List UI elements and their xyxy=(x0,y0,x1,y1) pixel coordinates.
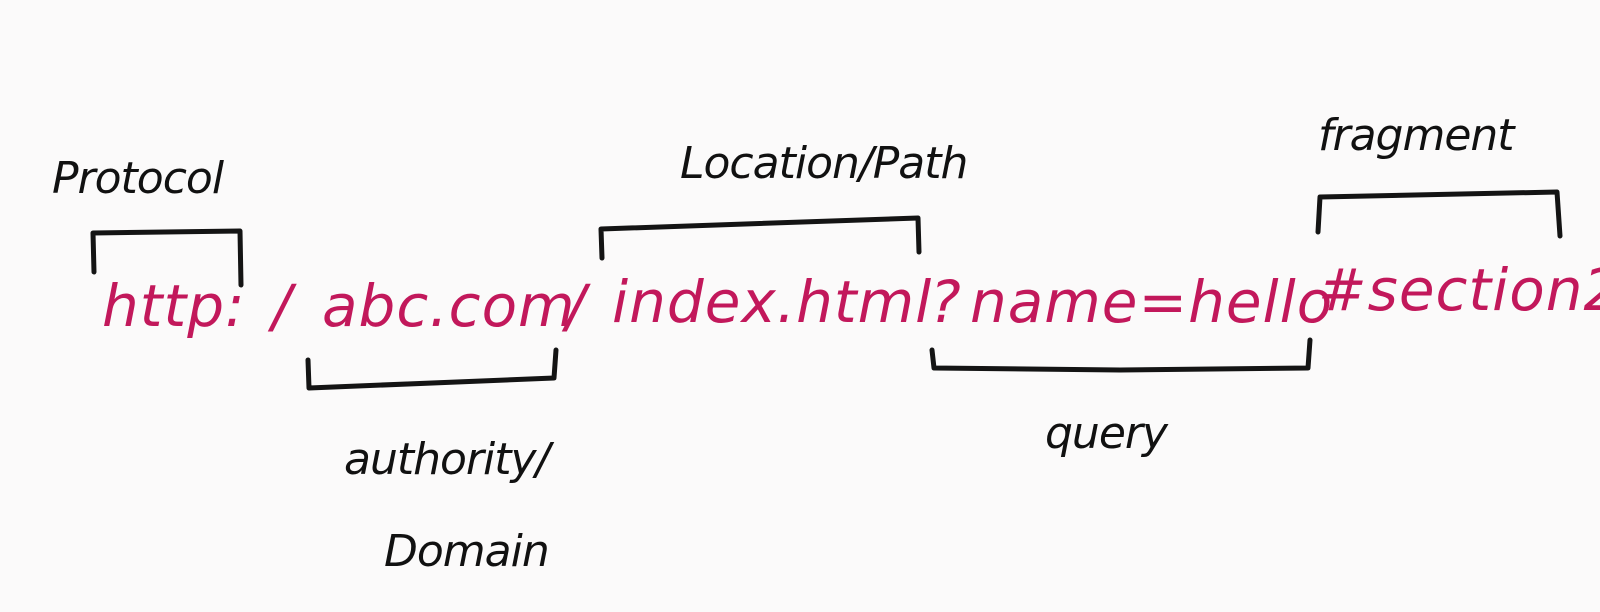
url-slash-2: / xyxy=(561,272,591,340)
bracket-protocol xyxy=(90,228,244,288)
url-query: name=hello xyxy=(970,268,1333,336)
url-query-mark: ? xyxy=(930,268,962,336)
url-authority: abc.com xyxy=(322,272,576,340)
bracket-fragment xyxy=(1315,189,1563,239)
label-path: Location/Path xyxy=(680,138,967,189)
label-protocol: Protocol xyxy=(52,153,225,204)
bracket-path xyxy=(598,215,922,261)
bracket-query xyxy=(929,337,1313,373)
label-domain: Domain xyxy=(384,526,549,577)
url-slash-1: / xyxy=(267,272,297,340)
label-query: query xyxy=(1045,408,1169,459)
url-fragment: #section2 xyxy=(1318,256,1600,324)
url-path: index.html xyxy=(612,268,932,336)
bracket-authority xyxy=(305,347,559,391)
label-authority: authority/ xyxy=(344,434,555,485)
url-protocol: http: xyxy=(102,272,246,340)
label-fragment: fragment xyxy=(1318,110,1516,161)
